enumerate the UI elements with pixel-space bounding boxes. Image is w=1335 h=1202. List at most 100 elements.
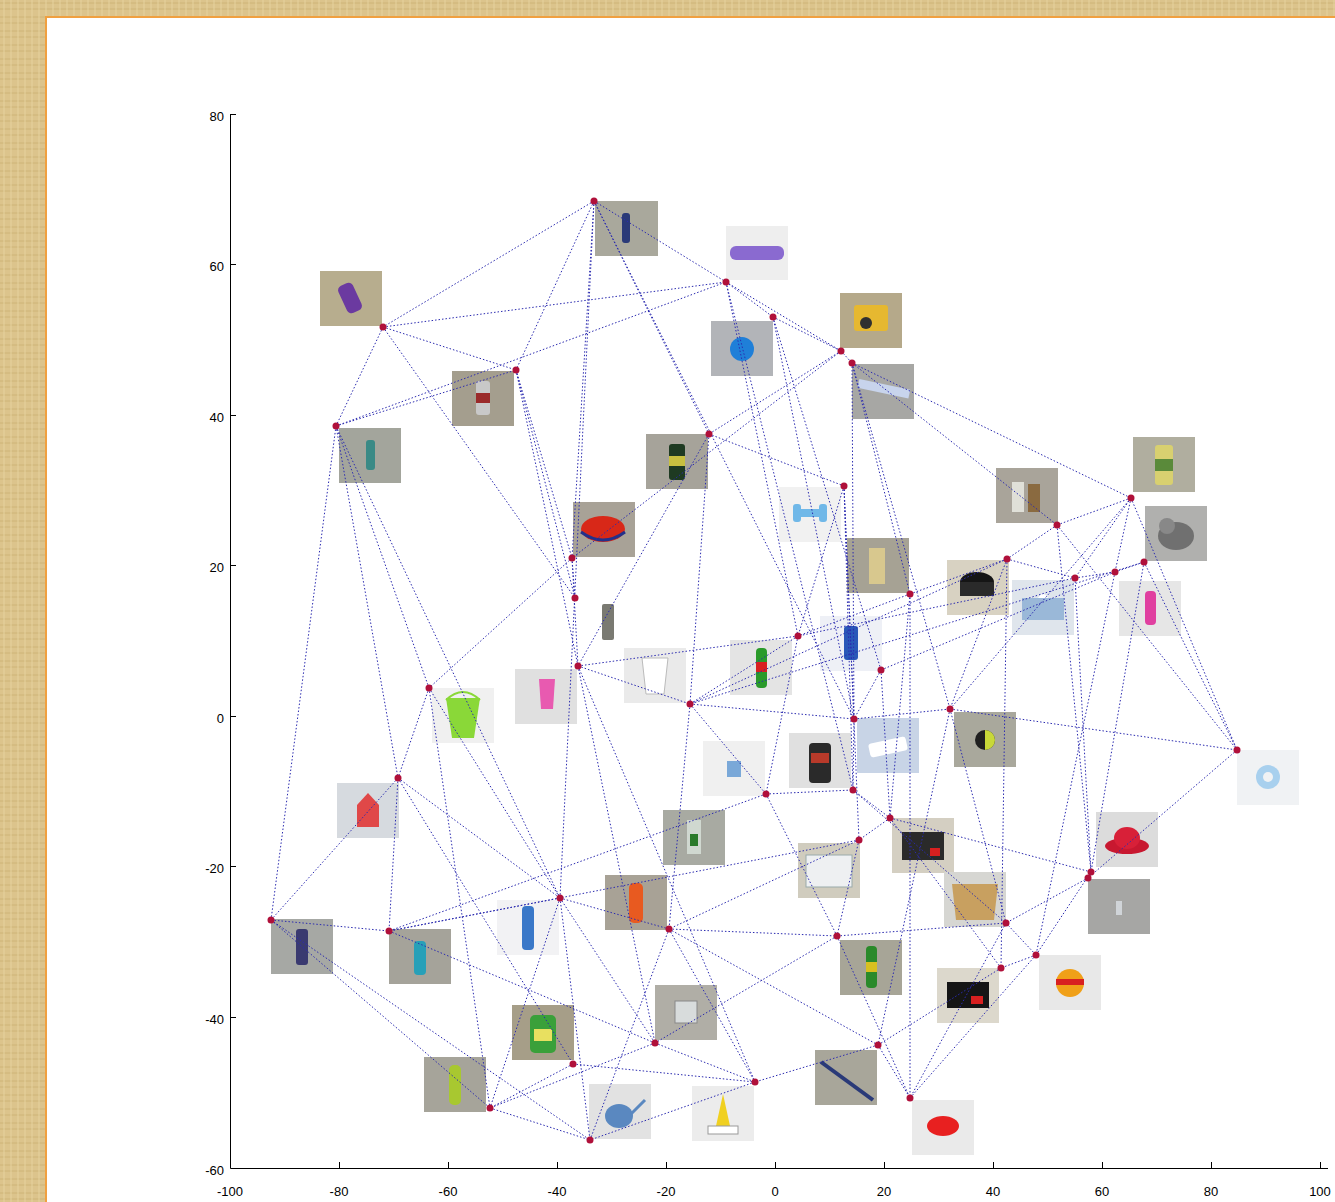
tick-label: -60 [205, 1163, 224, 1178]
graph-dot [851, 716, 858, 723]
plot-panel [47, 17, 1335, 1202]
photo-shape [605, 1104, 633, 1128]
object-photo [512, 1005, 574, 1060]
object-photo [798, 843, 860, 898]
photo-shape [971, 996, 983, 1004]
object-photo [432, 688, 494, 743]
tick-label: 0 [217, 711, 224, 726]
photo-shape [847, 538, 909, 593]
tick-label: -40 [548, 1184, 567, 1199]
object-photo [1088, 879, 1150, 934]
object-photo [937, 968, 999, 1023]
object-photo [389, 929, 451, 984]
object-photo [1119, 581, 1181, 636]
graph-dot [723, 279, 730, 286]
object-photo [1039, 955, 1101, 1010]
photo-shape [789, 733, 851, 788]
photo-shape [642, 658, 668, 694]
object-photo [424, 1057, 486, 1112]
tick-slot: -40 [205, 1010, 224, 1028]
photo-shape [1039, 955, 1101, 1010]
photo-shape [690, 834, 698, 846]
graph-dot [907, 591, 914, 598]
graph-dot [1159, 518, 1175, 534]
object-photo [595, 201, 658, 256]
photo-shape [1119, 581, 1181, 636]
photo-shape [655, 985, 717, 1040]
graph-dot [907, 1095, 914, 1102]
photo-shape [432, 688, 494, 743]
photo-shape [446, 692, 480, 700]
tick-label: 60 [210, 259, 224, 274]
photo-shape [539, 679, 555, 709]
graph-dot [770, 314, 777, 321]
photo-shape [692, 1086, 754, 1141]
graph-dot [887, 815, 894, 822]
photo-shape [1133, 437, 1195, 492]
graph-dot [706, 431, 713, 438]
photo-shape [756, 662, 767, 672]
object-photo [815, 1050, 877, 1105]
photo-shape [703, 741, 765, 796]
graph-dot [998, 965, 1005, 972]
photo-shape [716, 1094, 730, 1126]
photo-shape [1012, 482, 1024, 512]
photo-shape [819, 504, 827, 522]
tick-slot: -60 [439, 1182, 458, 1200]
photo-shape [960, 582, 994, 596]
photo-shape [624, 648, 686, 703]
photo-shape [1088, 879, 1150, 934]
photo-shape [573, 502, 635, 557]
tick-label: -20 [657, 1184, 676, 1199]
photo-shape [389, 929, 451, 984]
tick-slot: -40 [548, 1182, 567, 1200]
object-photo [605, 875, 667, 930]
photo-shape [336, 281, 363, 315]
tick-label: 80 [210, 109, 224, 124]
photo-shape [947, 982, 989, 1008]
tick-label: -80 [330, 1184, 349, 1199]
photo-shape [937, 968, 999, 1023]
photo-shape [793, 504, 801, 522]
photo-shape [815, 1050, 877, 1105]
photo-shape [366, 440, 375, 470]
photo-shape [1028, 484, 1040, 512]
tick-label: 20 [210, 560, 224, 575]
graph-dot [1256, 765, 1280, 789]
photo-shape [522, 906, 534, 950]
object-photo [655, 985, 717, 1040]
object-photo [711, 321, 773, 376]
photo-shape [449, 1065, 461, 1105]
photo-shape [669, 456, 685, 466]
graph-dot [575, 663, 582, 670]
graph-dot [841, 483, 848, 490]
object-photo [320, 271, 382, 326]
tick-slot: 20 [877, 1182, 891, 1200]
photo-shape [727, 761, 741, 777]
graph-dot [587, 1137, 594, 1144]
graph-dot [860, 317, 872, 329]
tick-label: 60 [1095, 1184, 1109, 1199]
tick-slot: 60 [210, 257, 224, 275]
graph-dot [1072, 575, 1079, 582]
photo-shape [821, 1062, 873, 1100]
tick-slot: 0 [771, 1182, 778, 1200]
object-photo [1096, 812, 1158, 867]
tick-label: -100 [217, 1184, 243, 1199]
graph-dot [1112, 569, 1119, 576]
tick-slot: 100 [1309, 1182, 1331, 1200]
object-photo [573, 502, 635, 557]
graph-dot [380, 324, 387, 331]
tick-slot: -20 [657, 1182, 676, 1200]
graph-dot [838, 348, 845, 355]
photo-shape [581, 516, 625, 542]
axes [230, 114, 1328, 1169]
object-photo [1237, 750, 1299, 805]
tick-label: 80 [1204, 1184, 1218, 1199]
object-photo [497, 900, 559, 955]
photo-shape [296, 929, 308, 965]
object-photos [271, 201, 1299, 1155]
photo-shape [1155, 445, 1173, 485]
graph-dot [569, 555, 576, 562]
